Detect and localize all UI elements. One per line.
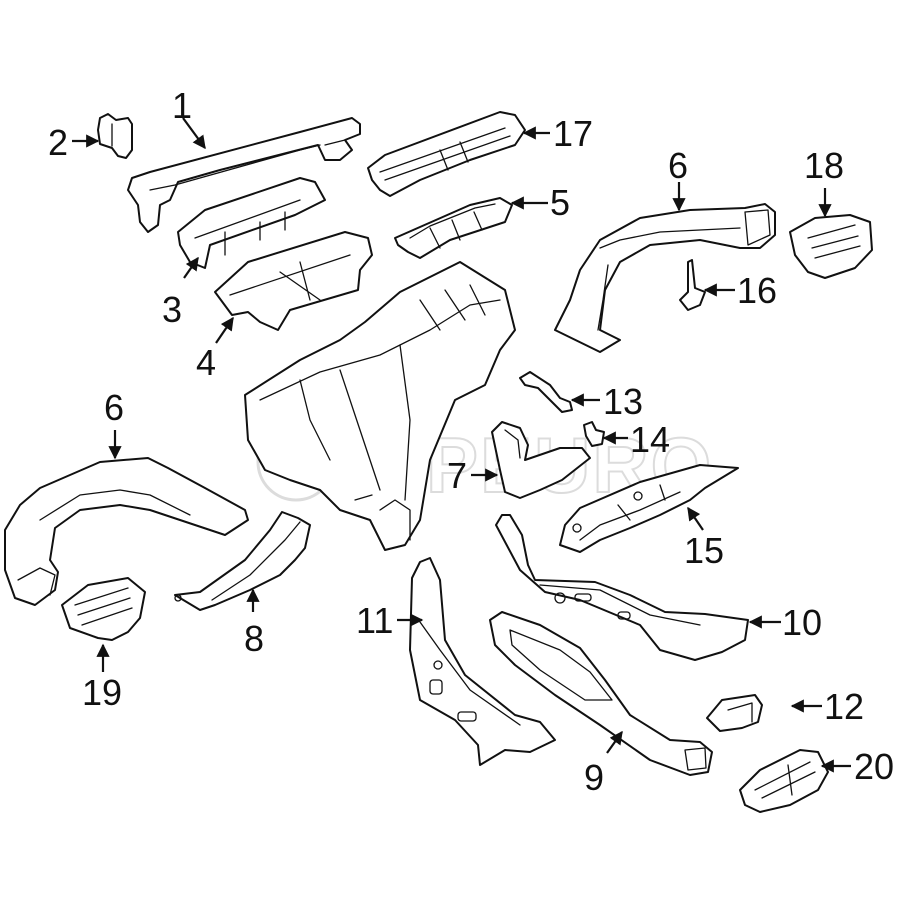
part-5[interactable] [394,197,513,259]
part-11[interactable] [409,557,556,766]
part-8[interactable] [174,511,311,611]
part-17[interactable] [367,111,526,197]
callout-18[interactable]: 18 [804,145,844,186]
part-20[interactable] [739,749,829,813]
part-6-left[interactable] [4,457,249,606]
callout-12[interactable]: 12 [824,686,864,727]
part-2[interactable] [97,113,133,159]
part-18[interactable] [789,214,873,279]
callout-20[interactable]: 20 [854,746,894,787]
part-13[interactable] [519,371,573,413]
part-4[interactable] [214,231,373,331]
callout-3[interactable]: 3 [162,289,182,330]
part-19[interactable] [61,577,146,641]
part-7[interactable] [491,421,591,499]
callout-8[interactable]: 8 [244,618,264,659]
callout-labels: 1 2 3 4 5 6 6 7 8 9 10 11 12 13 14 15 16… [48,85,894,798]
callout-13[interactable]: 13 [603,381,643,422]
callout-2[interactable]: 2 [48,122,68,163]
leader-lines [72,117,851,773]
callout-4[interactable]: 4 [196,342,216,383]
part-1[interactable] [127,117,361,233]
part-10[interactable] [495,514,749,661]
callout-10[interactable]: 10 [782,602,822,643]
part-16[interactable] [679,259,706,311]
callout-11[interactable]: 11 [356,600,393,641]
callout-19[interactable]: 19 [82,672,122,713]
part-9[interactable] [489,611,713,776]
callout-6-right[interactable]: 6 [668,145,688,186]
callout-14[interactable]: 14 [630,419,670,460]
callout-15[interactable]: 15 [684,530,724,571]
callout-16[interactable]: 16 [737,270,777,311]
part-3[interactable] [177,177,326,269]
callout-1[interactable]: 1 [172,85,192,126]
callout-6-left[interactable]: 6 [104,387,124,428]
part-12[interactable] [706,694,763,732]
part-15[interactable] [559,464,739,553]
callout-17[interactable]: 17 [553,113,593,154]
callout-5[interactable]: 5 [550,182,570,223]
callout-7[interactable]: 7 [447,455,467,496]
part-6-right[interactable] [554,203,776,353]
callout-9[interactable]: 9 [584,757,604,798]
heater-box[interactable] [244,261,516,551]
